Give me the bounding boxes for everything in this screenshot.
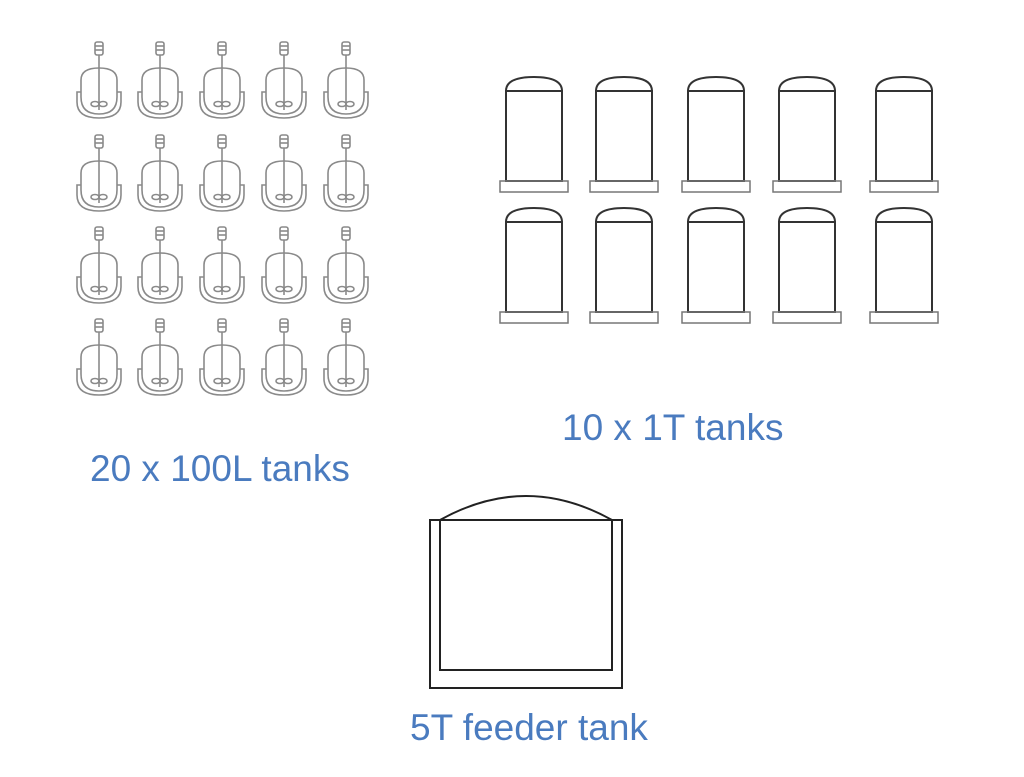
feeder-tank-dome [439,495,613,521]
small-tank [261,318,307,396]
small-tank [76,41,122,119]
feeder-tank-outer [429,519,623,689]
medium-tanks-group [499,75,939,324]
small-tank [137,134,183,212]
small-tank [323,318,369,396]
small-tank [76,226,122,304]
medium-tank [499,75,569,193]
small-tank [261,134,307,212]
small-tank [137,41,183,119]
medium-tank [869,206,939,324]
medium-tank [869,75,939,193]
medium-tank [772,206,842,324]
small-tank [137,226,183,304]
small-tank [76,318,122,396]
medium-tank [499,206,569,324]
small-tank [323,226,369,304]
small-tank [199,226,245,304]
small-tanks-label: 20 x 100L tanks [90,448,350,489]
small-tanks-group [76,41,369,396]
small-tank [323,41,369,119]
small-tank [199,318,245,396]
small-tank [76,134,122,212]
feeder-tank [429,495,623,689]
medium-tank [589,75,659,193]
small-tank [199,134,245,212]
small-tank [323,134,369,212]
medium-tank [681,75,751,193]
small-tank [137,318,183,396]
small-tank [199,41,245,119]
medium-tank [681,206,751,324]
small-tank [261,226,307,304]
medium-tank [589,206,659,324]
feeder-tank-inner [439,519,613,671]
feeder-tank-label: 5T feeder tank [410,707,648,748]
small-tank [261,41,307,119]
medium-tanks-label: 10 x 1T tanks [562,407,784,448]
medium-tank [772,75,842,193]
